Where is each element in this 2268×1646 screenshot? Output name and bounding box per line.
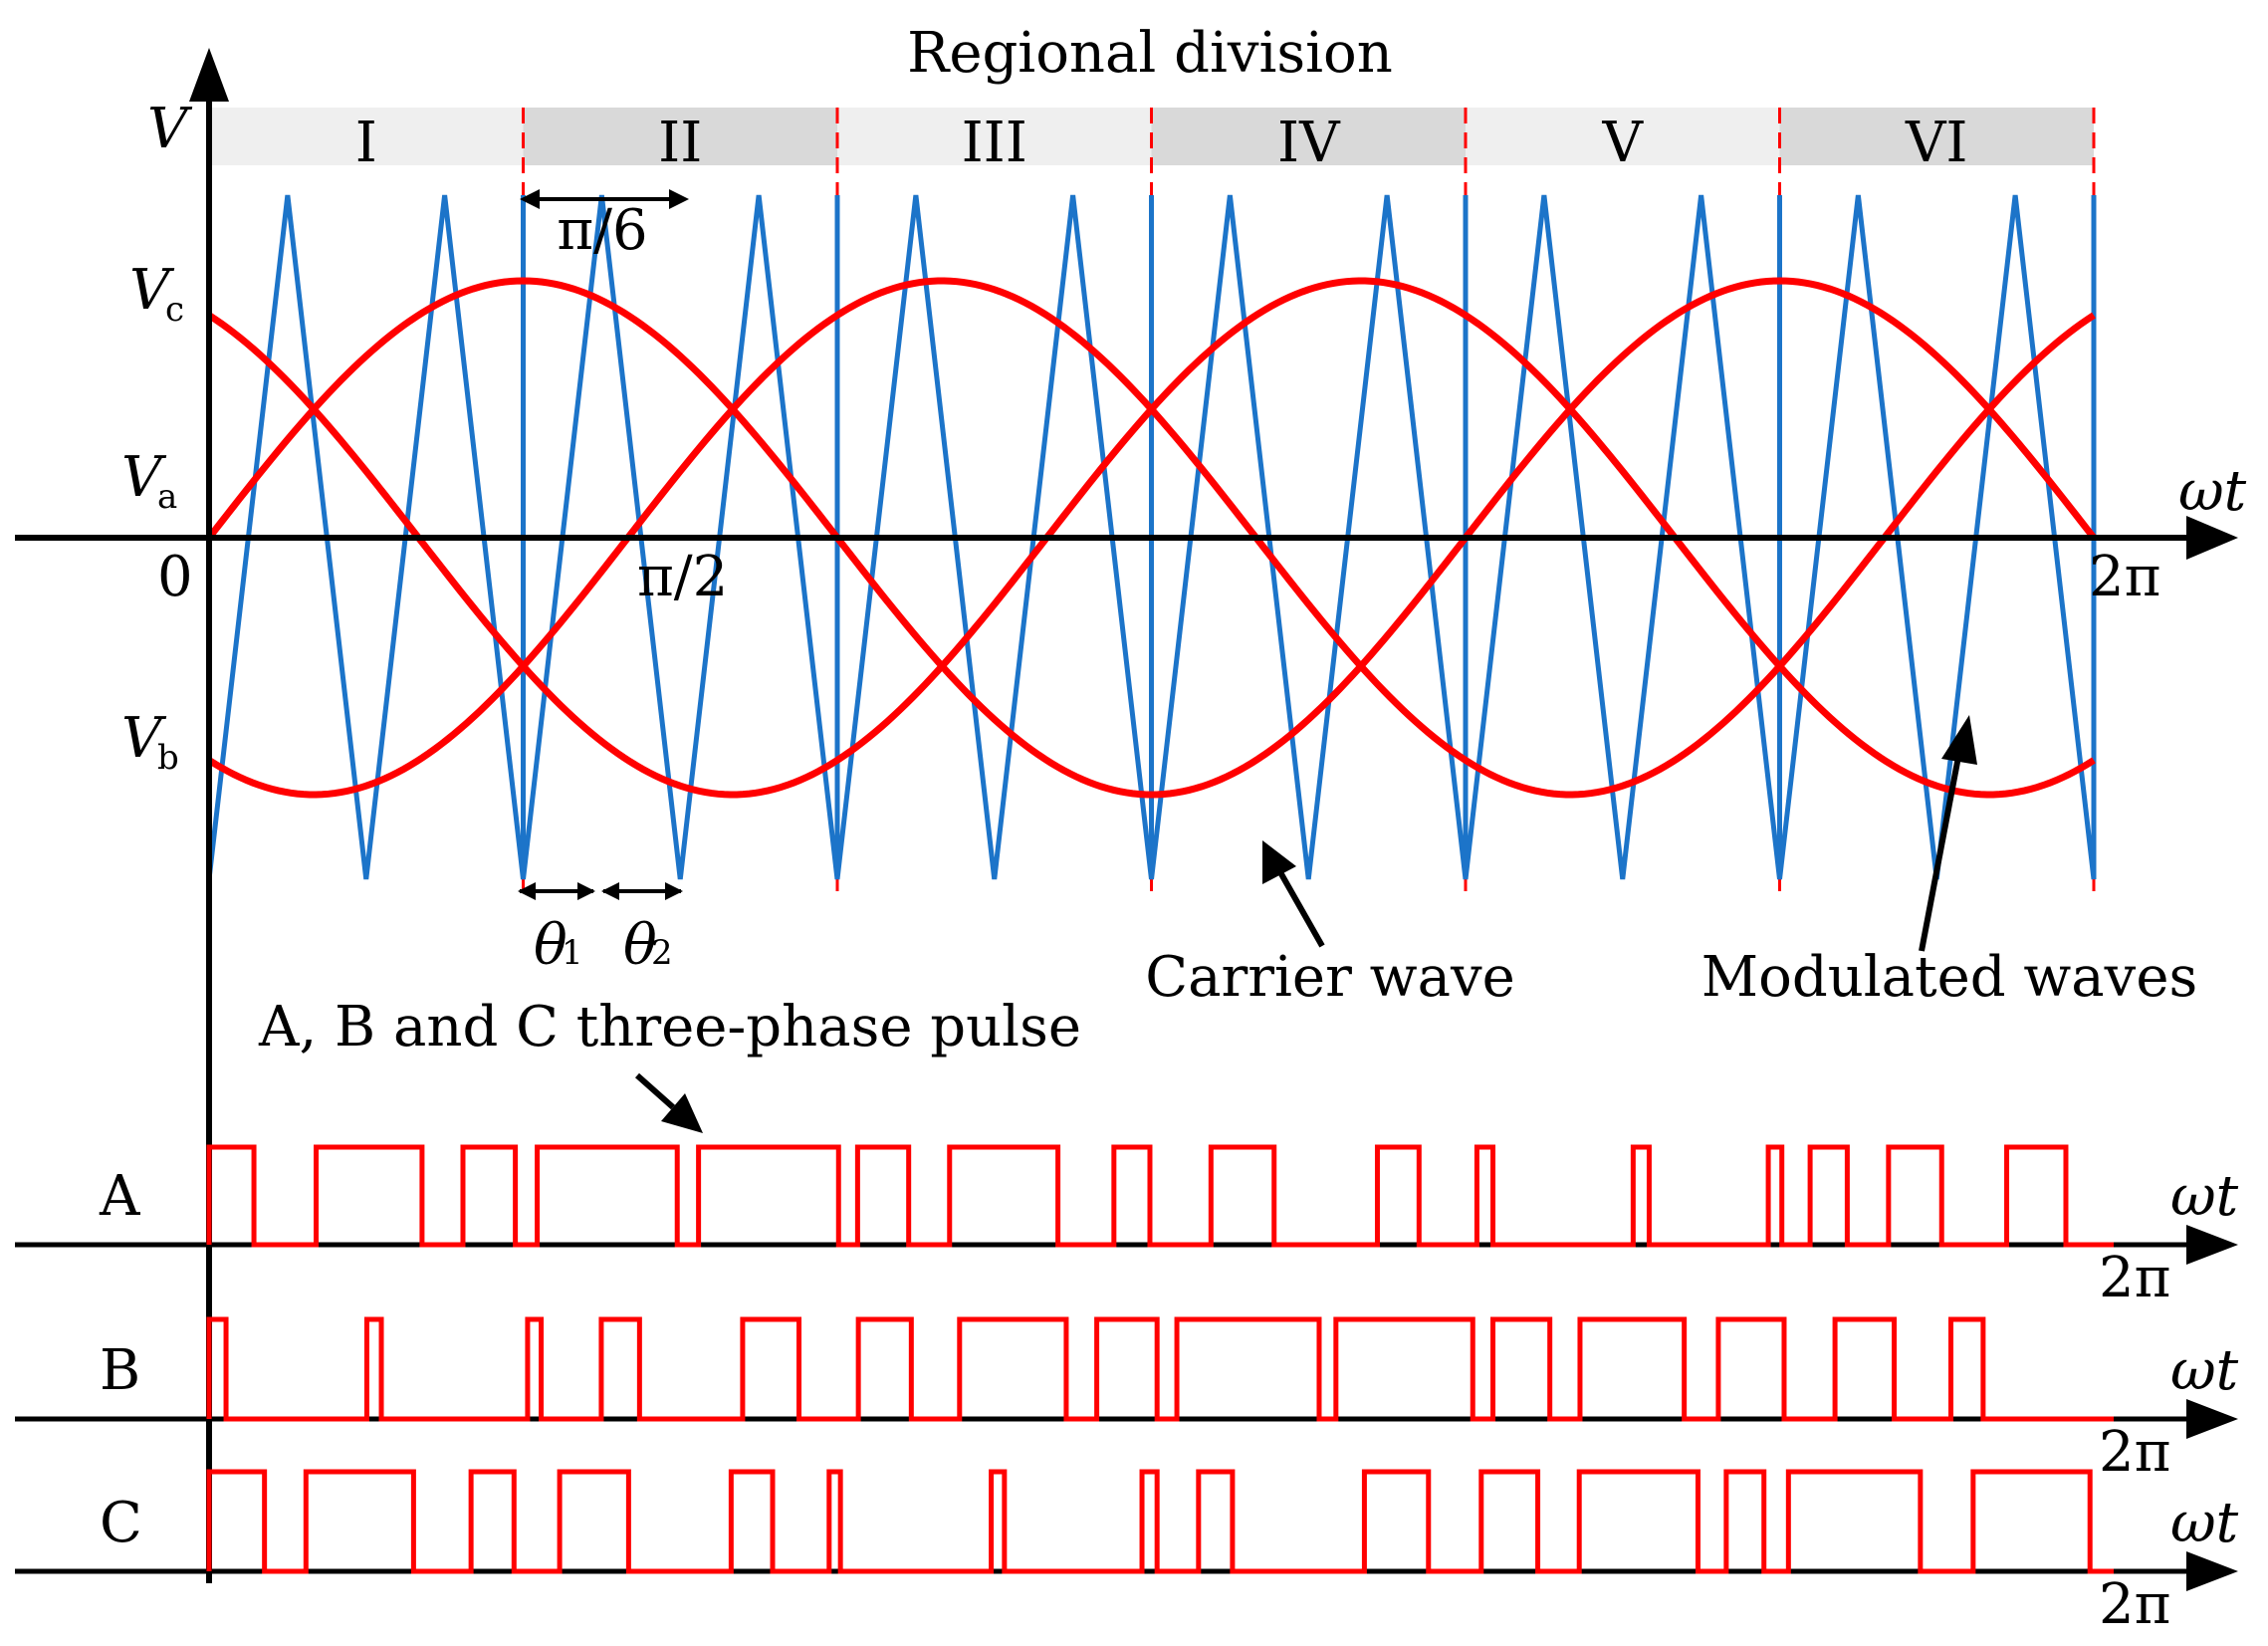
pulse-axis-arrow-icon bbox=[2186, 1399, 2238, 1439]
region-band-1 bbox=[209, 108, 524, 165]
svg-text:V: V bbox=[121, 706, 167, 771]
left-arrowhead-icon bbox=[518, 882, 536, 900]
region-band-2 bbox=[523, 108, 837, 165]
modulated-waves-callout: Modulated waves bbox=[1701, 715, 2197, 1010]
theta2-span: θ 2 bbox=[601, 882, 683, 978]
svg-text:θ: θ bbox=[623, 913, 657, 978]
pulse-row-label: A bbox=[99, 1164, 140, 1229]
modulated-wave-c bbox=[207, 277, 2096, 799]
svg-text:a: a bbox=[157, 477, 177, 517]
vb-label: V b bbox=[121, 706, 179, 778]
region-boundaries bbox=[522, 108, 2096, 891]
pulse-x-label: ωt bbox=[2170, 1338, 2239, 1403]
svg-text:c: c bbox=[165, 290, 184, 330]
callout-arrow-icon bbox=[1941, 715, 1977, 765]
right-arrowhead-icon bbox=[577, 882, 595, 900]
pulse-axis-arrow-icon bbox=[2186, 1551, 2238, 1591]
region-label-1: I bbox=[355, 111, 377, 175]
two-pi-label: 2π bbox=[2089, 545, 2160, 609]
svg-text:A, B and C three-phase pulse: A, B and C three-phase pulse bbox=[258, 995, 1081, 1059]
main-axes bbox=[15, 48, 2238, 1583]
region-band-6 bbox=[1779, 108, 2094, 165]
pulse-end-label: 2π bbox=[2099, 1572, 2170, 1637]
pulse-axis-arrow-icon bbox=[2186, 1225, 2238, 1265]
svg-text:V: V bbox=[129, 258, 175, 323]
right-arrowhead-icon bbox=[669, 189, 689, 209]
x-axis-arrow-icon bbox=[2186, 516, 2238, 560]
pulse-x-label: ωt bbox=[2170, 1491, 2239, 1555]
pulse-row-label: C bbox=[100, 1491, 142, 1555]
pulse-end-label: 2π bbox=[2099, 1246, 2170, 1310]
svg-text:Modulated waves: Modulated waves bbox=[1701, 945, 2197, 1010]
pulse-x-label: ωt bbox=[2170, 1164, 2239, 1229]
right-arrowhead-icon bbox=[665, 882, 683, 900]
region-label-3: III bbox=[962, 111, 1027, 175]
vc-label: V c bbox=[129, 258, 184, 330]
region-label-2: II bbox=[658, 111, 702, 175]
carrier-wave-callout: Carrier wave bbox=[1145, 840, 1515, 1010]
svg-text:θ: θ bbox=[534, 913, 567, 978]
pulse-caption-callout: A, B and C three-phase pulse bbox=[258, 995, 1081, 1133]
region-band-4 bbox=[1151, 108, 1466, 165]
diagram-title: Regional division bbox=[907, 21, 1393, 86]
region-band-3 bbox=[837, 108, 1152, 165]
y-axis-arrow-icon bbox=[189, 48, 229, 102]
y-axis-label: V bbox=[147, 97, 193, 161]
pulse-train bbox=[206, 1469, 2114, 1574]
svg-text:2: 2 bbox=[651, 933, 673, 973]
modulated-wave-a bbox=[206, 277, 2097, 799]
pi-over-6-span: π/6 bbox=[520, 189, 689, 263]
pulse-train bbox=[206, 1316, 2114, 1422]
va-label: V a bbox=[121, 445, 177, 517]
half-pi-label: π/2 bbox=[637, 545, 728, 609]
region-label-6: VI bbox=[1905, 111, 1968, 175]
theta1-span: θ 1 bbox=[518, 882, 595, 978]
left-arrowhead-icon bbox=[520, 189, 540, 209]
region-band-5 bbox=[1466, 108, 1780, 165]
callout-arrow-icon bbox=[661, 1093, 703, 1133]
region-label-4: IV bbox=[1277, 111, 1341, 175]
origin-label: 0 bbox=[157, 545, 193, 609]
pulse-end-label: 2π bbox=[2099, 1420, 2170, 1485]
svg-text:1: 1 bbox=[562, 933, 583, 973]
svg-text:b: b bbox=[157, 738, 179, 778]
svg-text:π/6: π/6 bbox=[557, 198, 647, 263]
svg-text:Carrier wave: Carrier wave bbox=[1145, 945, 1515, 1010]
pulse-train bbox=[206, 1144, 2114, 1248]
svg-text:V: V bbox=[121, 445, 167, 510]
region-label-5: V bbox=[1602, 111, 1645, 175]
modulated-waves bbox=[206, 277, 2097, 799]
left-arrowhead-icon bbox=[601, 882, 619, 900]
pulse-row-label: B bbox=[100, 1338, 140, 1403]
callout-arrow-icon bbox=[1262, 840, 1296, 884]
x-axis-label: ωt bbox=[2178, 459, 2247, 524]
